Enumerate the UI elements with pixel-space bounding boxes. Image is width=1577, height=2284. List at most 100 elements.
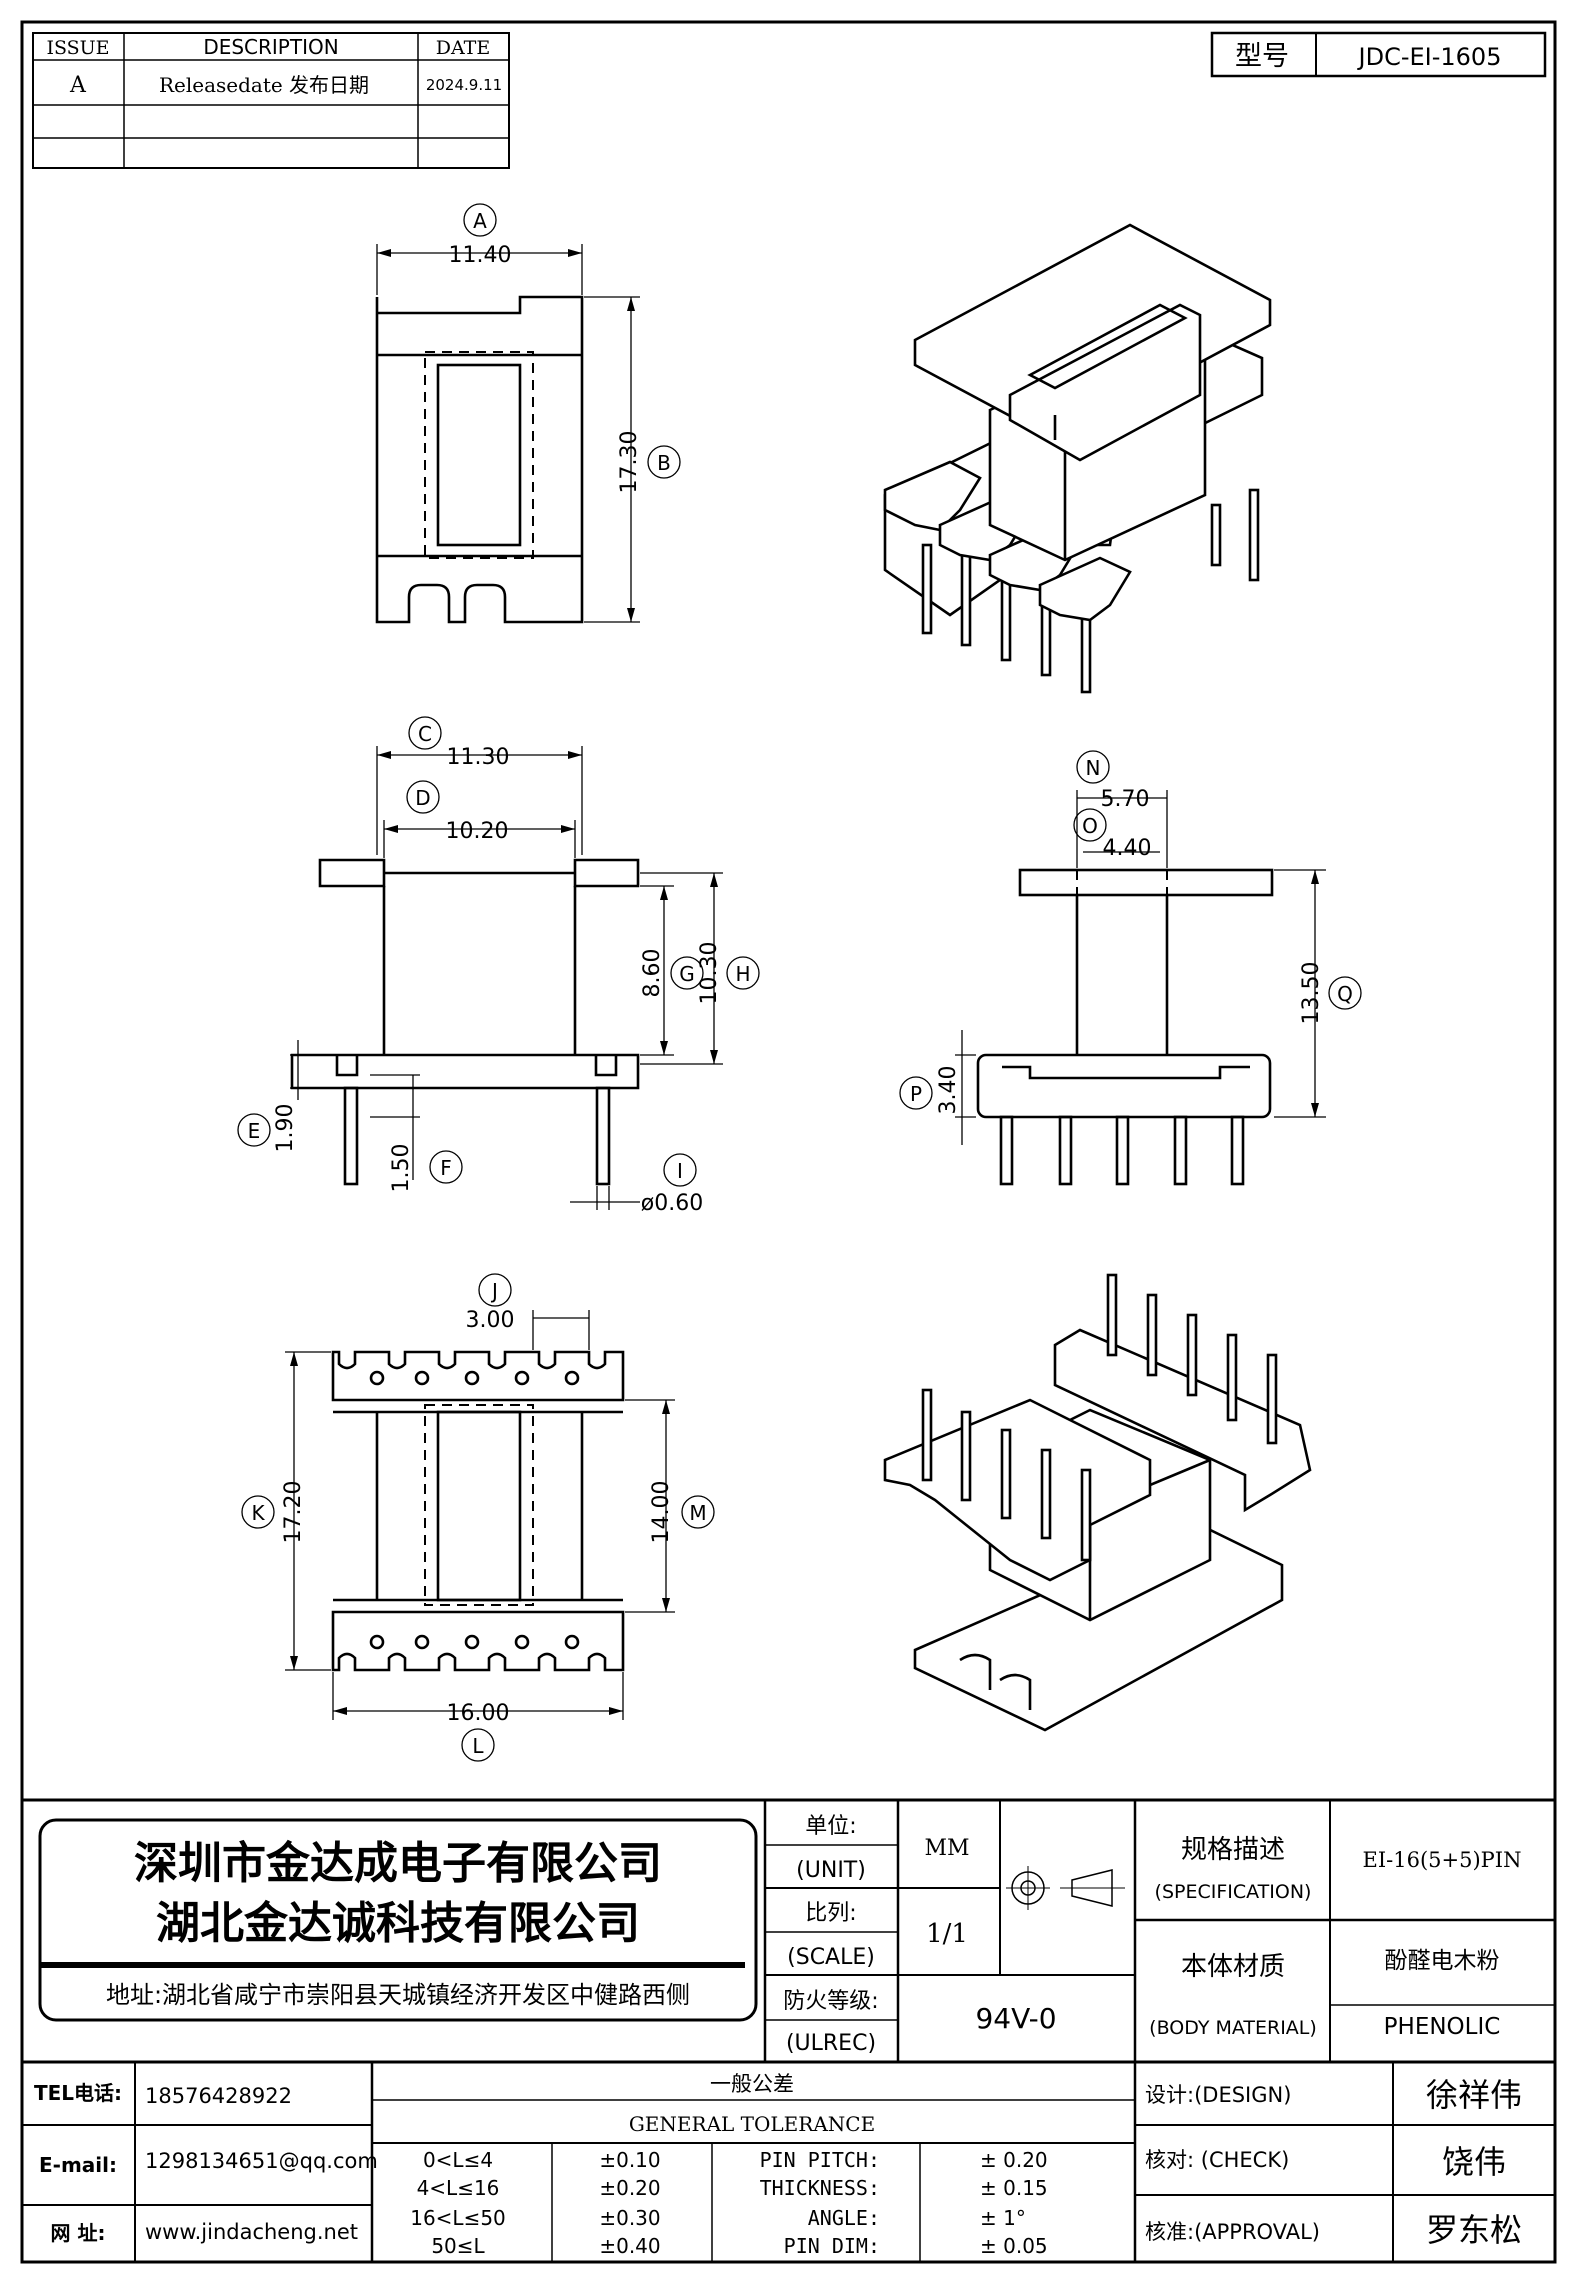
dim-j-bubble xyxy=(478,1273,512,1307)
dim-p-value: 3.40 xyxy=(936,1066,961,1115)
check-label: 核对: (CHECK) xyxy=(1145,2148,1289,2172)
dim-k-bubble xyxy=(241,1495,275,1529)
tol-special-value-4: ± 0.05 xyxy=(980,2234,1048,2258)
dim-n-bubble xyxy=(1076,750,1110,784)
isometric-view-top xyxy=(883,223,1272,694)
material-value-cn: 酚醛电木粉 xyxy=(1385,1948,1500,1974)
tel-value: 18576428922 xyxy=(145,2084,292,2108)
fire-label-en: (ULREC) xyxy=(786,2031,876,2056)
dim-m-bubble xyxy=(681,1495,715,1529)
fire-value: 94V-0 xyxy=(975,2002,1056,2035)
dim-o-value: 4.40 xyxy=(1103,836,1152,861)
dim-f-bubble xyxy=(429,1150,463,1184)
tolerance-title-en: GENERAL TOLERANCE xyxy=(629,2112,875,2136)
model-label: 型号 xyxy=(1235,41,1289,72)
dim-g-value: 8.60 xyxy=(640,949,665,998)
rev-header-date: DATE xyxy=(436,37,490,59)
dim-a-bubble xyxy=(463,203,497,237)
isometric-view-bottom xyxy=(883,1273,1312,1732)
dim-a-letter: A xyxy=(473,209,487,233)
dim-o-letter: O xyxy=(1082,814,1098,838)
model-box: 型号 JDC-EI-1605 xyxy=(1210,31,1547,78)
unit-label-cn: 单位: xyxy=(805,1814,856,1839)
spec-label-en: (SPECIFICATION) xyxy=(1155,1881,1312,1903)
tolerance-title-cn: 一般公差 xyxy=(710,2072,794,2096)
rev-description: Releasedate 发布日期 xyxy=(159,73,369,97)
material-label-en: (BODY MATERIAL) xyxy=(1149,2017,1317,2039)
tol-range-2: 4<L≤16 xyxy=(417,2176,500,2200)
dim-f-value: 1.50 xyxy=(389,1144,414,1193)
check-name: 饶伟 xyxy=(1442,2143,1506,2181)
dim-g-bubble xyxy=(670,956,704,990)
rev-date: 2024.9.11 xyxy=(426,76,502,94)
model-number: JDC-EI-1605 xyxy=(1357,43,1502,71)
dim-e-bubble xyxy=(237,1113,271,1147)
dim-f-letter: F xyxy=(440,1156,452,1180)
dim-p-bubble xyxy=(899,1076,933,1110)
dim-e-value: 1.90 xyxy=(273,1104,298,1153)
dim-j-letter: J xyxy=(490,1279,498,1303)
dim-b-bubble xyxy=(647,445,681,479)
company-address: 地址:湖北省咸宁市崇阳县天城镇经济开发区中健路西侧 xyxy=(106,1981,690,2009)
tol-value-2: ±0.20 xyxy=(599,2176,660,2200)
scale-value: 1/1 xyxy=(926,1919,968,1949)
dim-n-value: 5.70 xyxy=(1101,787,1150,812)
projection-symbol xyxy=(1006,1866,1125,1910)
front-view xyxy=(290,746,723,1210)
dim-q-bubble xyxy=(1328,976,1362,1010)
revision-table: ISSUE DESCRIPTION DATE A Releasedate 发布日… xyxy=(32,32,510,169)
spec-label-cn: 规格描述 xyxy=(1181,1835,1285,1865)
dim-a-value: 11.40 xyxy=(449,243,512,268)
design-label: 设计:(DESIGN) xyxy=(1145,2083,1291,2107)
dim-n-letter: N xyxy=(1086,756,1101,780)
tol-value-3: ±0.30 xyxy=(599,2206,660,2230)
dim-l-bubble xyxy=(461,1728,495,1762)
dim-k-letter: K xyxy=(251,1501,265,1525)
material-label-cn: 本体材质 xyxy=(1181,1952,1285,1982)
dim-j-value: 3.00 xyxy=(466,1308,515,1333)
tol-special-1: PIN PITCH: xyxy=(760,2148,880,2172)
title-block: 深圳市金达成电子有限公司 湖北金达诚科技有限公司 地址:湖北省咸宁市崇阳县天城镇… xyxy=(22,1798,1555,2262)
rev-issue: A xyxy=(69,73,87,98)
email-label: E-mail: xyxy=(39,2153,117,2177)
dim-i-value: ø0.60 xyxy=(641,1191,703,1216)
rev-header-description: DESCRIPTION xyxy=(203,35,338,59)
tol-value-1: ±0.10 xyxy=(599,2148,660,2172)
top-view xyxy=(375,244,640,624)
dim-g-letter: G xyxy=(679,962,695,986)
tol-range-4: 50≤L xyxy=(431,2234,485,2258)
dim-i-bubble xyxy=(663,1153,697,1187)
dim-l-value: 16.00 xyxy=(447,1701,510,1726)
email-value: 1298134651@qq.com xyxy=(145,2149,378,2173)
web-label: 网 址: xyxy=(51,2221,106,2245)
dim-c-value: 11.30 xyxy=(447,745,510,770)
dim-h-letter: H xyxy=(735,962,750,986)
dim-d-bubble xyxy=(406,780,440,814)
company-name-1: 深圳市金达成电子有限公司 xyxy=(134,1838,662,1889)
dim-c-letter: C xyxy=(418,722,432,746)
dim-b-letter: B xyxy=(657,451,671,475)
dim-c-bubble xyxy=(408,716,442,750)
tol-special-2: THICKNESS: xyxy=(760,2176,880,2200)
unit-value: MM xyxy=(924,1836,969,1861)
scale-label-en: (SCALE) xyxy=(787,1945,875,1970)
fire-label-cn: 防火等级: xyxy=(783,1989,878,2014)
dim-h-bubble xyxy=(726,956,760,990)
dim-q-value: 13.50 xyxy=(1299,962,1324,1025)
tol-special-4: PIN DIM: xyxy=(784,2234,880,2258)
tol-value-4: ±0.40 xyxy=(599,2234,660,2258)
dim-k-value: 17.20 xyxy=(281,1481,306,1544)
dim-m-letter: M xyxy=(689,1501,706,1525)
company-name-2: 湖北金达诚科技有限公司 xyxy=(156,1898,640,1949)
spec-value: EI-16(5+5)PIN xyxy=(1363,1848,1522,1872)
web-value: www.jindacheng.net xyxy=(145,2220,358,2244)
dimension-labels: A 11.40 B 17.30 C 11.30 D 10.20 E 1.90 F… xyxy=(237,203,1362,1762)
scale-label-cn: 比列: xyxy=(805,1901,856,1926)
dim-o-bubble xyxy=(1073,808,1107,842)
tol-special-value-3: ± 1° xyxy=(980,2206,1026,2230)
dim-e-letter: E xyxy=(248,1119,261,1143)
tol-special-3: ANGLE: xyxy=(808,2206,880,2230)
design-name: 徐祥伟 xyxy=(1426,2076,1522,2114)
dim-i-letter: I xyxy=(677,1159,683,1183)
